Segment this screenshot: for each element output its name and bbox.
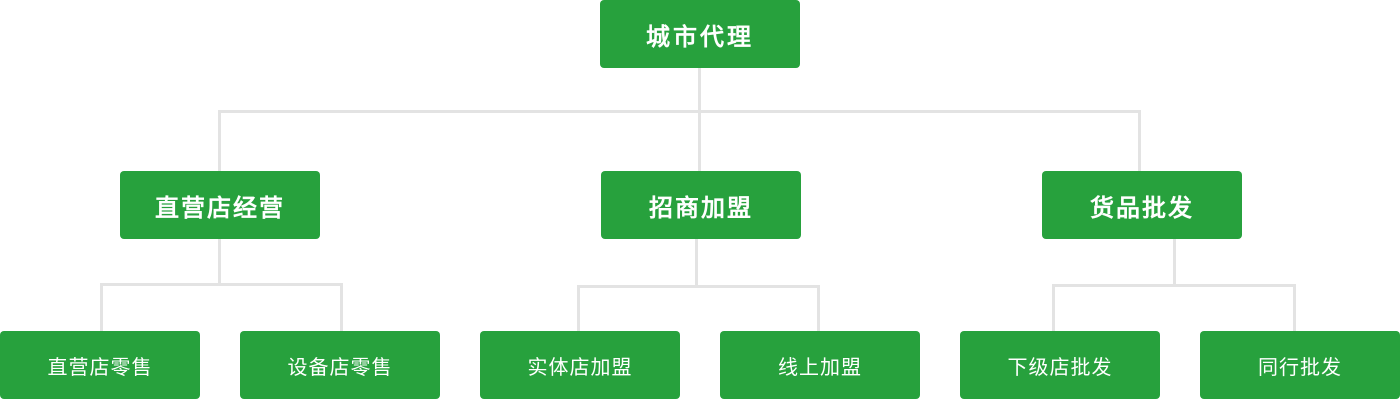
- connector-branch-3-drop: [1138, 110, 1141, 172]
- leaf-node-3: 实体店加盟: [480, 331, 680, 399]
- connector-branch-2-stem: [695, 238, 698, 288]
- connector-leaf-2-drop: [340, 283, 343, 332]
- connector-branch-3-bar: [1052, 284, 1296, 287]
- connector-root-stem: [698, 67, 701, 113]
- connector-branch-1-stem: [218, 238, 221, 286]
- connector-leaf-4-drop: [817, 285, 820, 332]
- connector-branch-1-bar: [100, 283, 343, 286]
- connector-leaf-5-drop: [1052, 284, 1055, 332]
- connector-branch-2-bar: [577, 285, 820, 288]
- connector-branch-3-stem: [1173, 238, 1176, 287]
- connector-branch-1-drop: [218, 110, 221, 172]
- root-node: 城市代理: [600, 0, 800, 68]
- connector-branch-2-drop: [698, 110, 701, 172]
- branch-node-2: 招商加盟: [601, 171, 801, 239]
- leaf-node-5: 下级店批发: [960, 331, 1160, 399]
- leaf-node-4: 线上加盟: [720, 331, 920, 399]
- branch-node-1: 直营店经营: [120, 171, 320, 239]
- connector-leaf-1-drop: [100, 283, 103, 332]
- connector-root-bar: [218, 110, 1141, 113]
- leaf-node-1: 直营店零售: [0, 331, 200, 399]
- leaf-node-2: 设备店零售: [240, 331, 440, 399]
- branch-node-3: 货品批发: [1042, 171, 1242, 239]
- connector-leaf-3-drop: [577, 285, 580, 332]
- leaf-node-6: 同行批发: [1200, 331, 1400, 399]
- connector-leaf-6-drop: [1293, 284, 1296, 332]
